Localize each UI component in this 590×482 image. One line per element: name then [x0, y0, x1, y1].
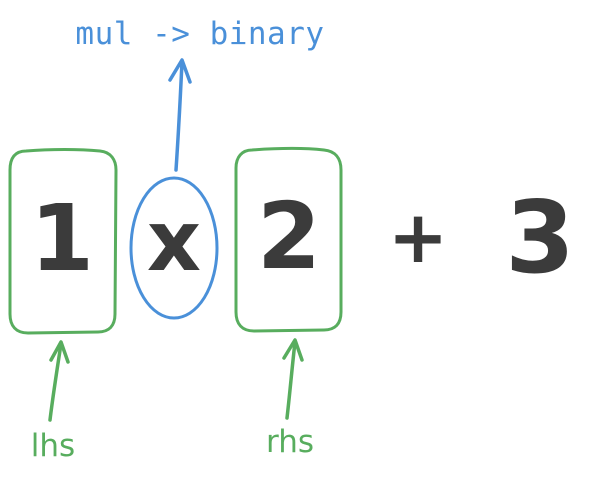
operator-ellipse [129, 176, 219, 320]
lhs-label: lhs [31, 428, 75, 464]
rhs-value: 2 [257, 183, 321, 290]
operator-arrow [174, 60, 184, 172]
lhs-value: 1 [30, 185, 94, 292]
lhs-arrowhead [49, 340, 70, 364]
rhs-arrowhead [282, 338, 304, 362]
rhs-label: rhs [266, 424, 314, 460]
operator-arrowhead [168, 58, 192, 84]
lhs-arrow [48, 342, 63, 422]
plus-symbol: + [388, 195, 448, 279]
rhs-arrow [285, 340, 297, 420]
constant-value: 3 [505, 179, 575, 296]
rhs-box [234, 147, 343, 333]
operator-symbol: x [147, 192, 201, 290]
operator-label: mul -> binary [75, 16, 324, 52]
lhs-box [8, 148, 118, 335]
